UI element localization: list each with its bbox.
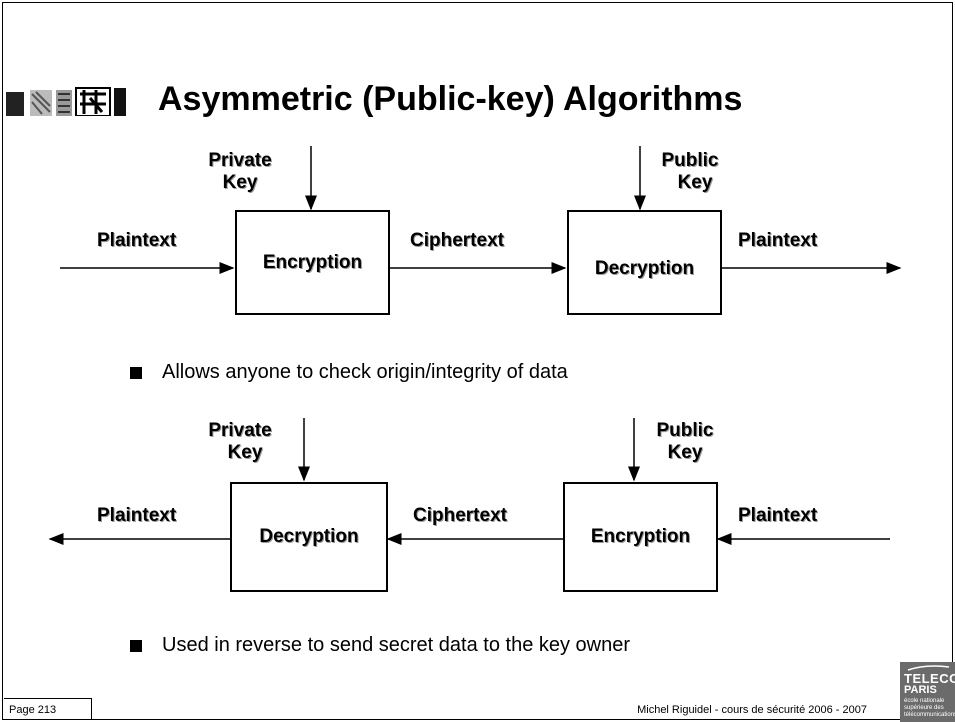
slide-title: Asymmetric (Public-key) Algorithms (158, 80, 743, 118)
bottom-public-key-label: Public Key (656, 420, 714, 463)
bottom-private-key-label: Private Key (208, 420, 272, 463)
bullet-square-icon (130, 366, 142, 379)
bottom-decryption-box: Decryption (230, 482, 388, 592)
bottom-encryption-box: Encryption (563, 482, 718, 592)
top-decryption-box: Decryption (567, 210, 722, 315)
top-input-plaintext-label: Plaintext (97, 230, 177, 251)
page-number: Page 213 (4, 698, 92, 720)
title-decoration-icon (6, 87, 126, 116)
top-public-key-label: Public Key (661, 150, 719, 193)
bottom-output-plaintext-label: Plaintext (97, 505, 177, 526)
top-private-key-label: Private Key (208, 150, 272, 193)
top-encryption-box: Encryption (235, 210, 390, 315)
logo-swoosh-icon (907, 665, 950, 671)
top-output-plaintext-label: Plaintext (738, 230, 818, 251)
bullet-square-icon (130, 639, 142, 652)
bullet-1: Allows anyone to check origin/integrity … (130, 361, 568, 384)
top-ciphertext-label: Ciphertext (410, 230, 504, 251)
footer-author: Michel Riguidel - cours de sécurité 2006… (637, 704, 867, 716)
telecom-paris-logo: TELECOM PARIS école nationale supérieure… (900, 662, 955, 722)
bottom-input-plaintext-label: Plaintext (738, 505, 818, 526)
bottom-ciphertext-label: Ciphertext (413, 505, 507, 526)
bullet-2: Used in reverse to send secret data to t… (130, 634, 630, 657)
